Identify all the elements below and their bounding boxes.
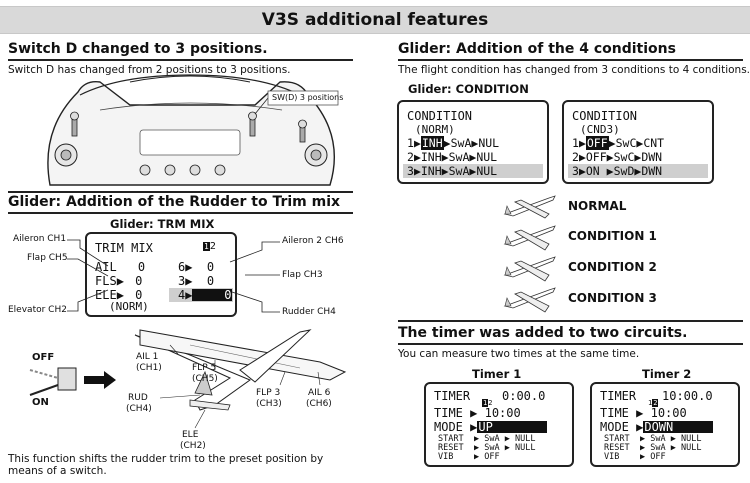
cond2-title: CONDITION: [572, 109, 638, 123]
condition-3: CONDITION 3: [568, 291, 657, 305]
label-aileron-ch1: Aileron CH1: [13, 234, 67, 244]
timer2-time-row: TIME ▶ 10:00: [600, 406, 687, 420]
label-aileron2-ch6: Aileron 2 CH6: [282, 236, 344, 246]
plane-ail1: AIL 1: [136, 352, 159, 362]
trim-mix-row-fls: FLS▶ 0: [95, 274, 143, 288]
timer1-title: TIMER: [434, 389, 471, 403]
cond2-row-2: 2▶OFF▶SwC▶DWN: [572, 150, 663, 164]
trim-mix-row-ail: AIL 0: [95, 260, 146, 274]
timer1-label: Timer 1: [472, 367, 522, 381]
cond1-mode: (NORM): [415, 123, 455, 136]
trim-mix-row-ele-right: 4▶0: [178, 288, 233, 302]
glider-icon-condition1: [503, 225, 556, 251]
timer2-mode-row: MODE ▶DOWN: [600, 421, 714, 433]
glider-icon-condition2: [503, 256, 556, 282]
plane-ail6: AIL 6: [308, 388, 331, 398]
conditions-rule: [398, 59, 743, 61]
rudder-footer: This function shifts the rudder trim to …: [8, 453, 324, 477]
switch-d-heading: Switch D changed to 3 positions.: [8, 41, 268, 57]
plane-flp5-ch: (CH5): [192, 374, 218, 384]
glider-icon-condition3: [503, 287, 556, 313]
label-flap-ch3: Flap CH3: [282, 270, 323, 280]
plane-rud-ch: (CH4): [126, 404, 152, 414]
plane-ele: ELE: [182, 430, 199, 440]
timer2-start-row: START▶ SwA ▶ NULL: [604, 434, 702, 444]
timer2-lcd: TIMER 10:00.0 12 TIME ▶ 10:00 MODE ▶DOWN…: [590, 382, 740, 467]
cond1-row-2: 2▶INH▶SwA▶NUL: [407, 150, 498, 164]
cond2-highlight: [568, 164, 708, 178]
trim-mix-row-fls-right: 3▶ 0: [178, 274, 215, 288]
label-flap-ch5: Flap CH5: [27, 253, 68, 263]
cond1-title: CONDITION: [407, 109, 473, 123]
switch-d-desc: Switch D has changed from 2 positions to…: [8, 64, 291, 76]
plane-flp3: FLP 3: [256, 388, 281, 398]
plane-ele-ch: (CH2): [180, 441, 206, 451]
glider-icon-normal: [503, 195, 556, 219]
timer2-value: 10:00.0: [662, 389, 713, 403]
timer-top-rule: [398, 320, 743, 322]
rudder-rule: [8, 212, 353, 214]
timer1-page-indicator: 12: [482, 399, 493, 407]
conditions-desc: The flight condition has changed from 3 …: [398, 64, 750, 76]
cond1-highlight: [403, 164, 543, 178]
cond2-row-1: 1▶OFF▶SwC▶CNT: [572, 136, 665, 150]
page-banner: V3S additional features: [0, 6, 750, 34]
condition-1: CONDITION 1: [568, 229, 657, 243]
condition-2: CONDITION 2: [568, 260, 657, 274]
timer2-title: TIMER: [600, 389, 637, 403]
label-elevator-ch2: Elevator CH2: [8, 305, 67, 315]
plane-rud: RUD: [128, 393, 148, 403]
rudder-heading: Glider: Addition of the Rudder to Trim m…: [8, 194, 341, 210]
rudder-top-rule: [8, 191, 353, 193]
sw-d-callout: SW(D) 3 positions: [272, 93, 344, 102]
timer-desc: You can measure two times at the same ti…: [398, 348, 640, 360]
plane-flp5: FLP 5: [192, 363, 217, 373]
timer1-reset-row: RESET▶ SwA ▶ NULL: [438, 443, 536, 453]
cond2-mode: (CND3): [580, 123, 620, 136]
timer2-label: Timer 2: [642, 367, 692, 381]
condition-lcd-2: CONDITION (CND3) 1▶OFF▶SwC▶CNT 2▶OFF▶SwC…: [562, 100, 714, 184]
cond1-row-3: 3▶INH▶SwA▶NUL: [407, 164, 498, 178]
timer2-page-indicator: 12: [648, 399, 659, 407]
timer1-lcd: TIMER 0:00.0 12 TIME ▶ 10:00 MODE ▶UP ST…: [424, 382, 574, 467]
cond2-row-3: 3▶ON ▶SwD▶DWN: [572, 164, 663, 178]
timer2-vib-row: VIB▶ OFF: [604, 452, 666, 462]
trm-mix-subheading: Glider: TRM MIX: [110, 217, 215, 231]
plane-ail1-ch: (CH1): [136, 363, 162, 373]
conditions-heading: Glider: Addition of the 4 conditions: [398, 41, 676, 57]
condition-lcd-1: CONDITION (NORM) 1▶INH▶SwA▶NUL 2▶INH▶SwA…: [397, 100, 549, 184]
condition-subheading: Glider: CONDITION: [408, 82, 529, 96]
label-rudder-ch4: Rudder CH4: [282, 307, 336, 317]
timer1-start-row: START▶ SwA ▶ NULL: [438, 434, 536, 444]
trim-mix-page: 12: [203, 241, 216, 252]
switch-on-label: ON: [32, 397, 49, 408]
trim-mix-title: TRIM MIX: [95, 241, 153, 255]
timer2-reset-row: RESET▶ SwA ▶ NULL: [604, 443, 702, 453]
cond1-row-1: 1▶INH▶SwA▶NUL: [407, 136, 500, 150]
trim-mix-mode: (NORM): [109, 300, 149, 313]
trim-mix-row-ail-right: 6▶ 0: [178, 260, 215, 274]
plane-flp3-ch: (CH3): [256, 399, 282, 409]
timer1-vib-row: VIB▶ OFF: [438, 452, 500, 462]
timer1-value: 0:00.0: [502, 389, 546, 403]
trim-mix-lcd: TRIM MIX 12 AIL 0 6▶ 0 FLS▶ 0 3▶ 0 ELE▶ …: [85, 232, 237, 317]
switch-off-label: OFF: [32, 352, 55, 363]
timer-rule: [398, 343, 743, 345]
timer1-mode-row: MODE ▶UP: [434, 421, 548, 433]
switch-d-rule: [8, 59, 353, 61]
timer-heading: The timer was added to two circuits.: [398, 325, 688, 341]
condition-normal: NORMAL: [568, 199, 627, 213]
timer1-time-row: TIME ▶ 10:00: [434, 406, 521, 420]
plane-ail6-ch: (CH6): [306, 399, 332, 409]
